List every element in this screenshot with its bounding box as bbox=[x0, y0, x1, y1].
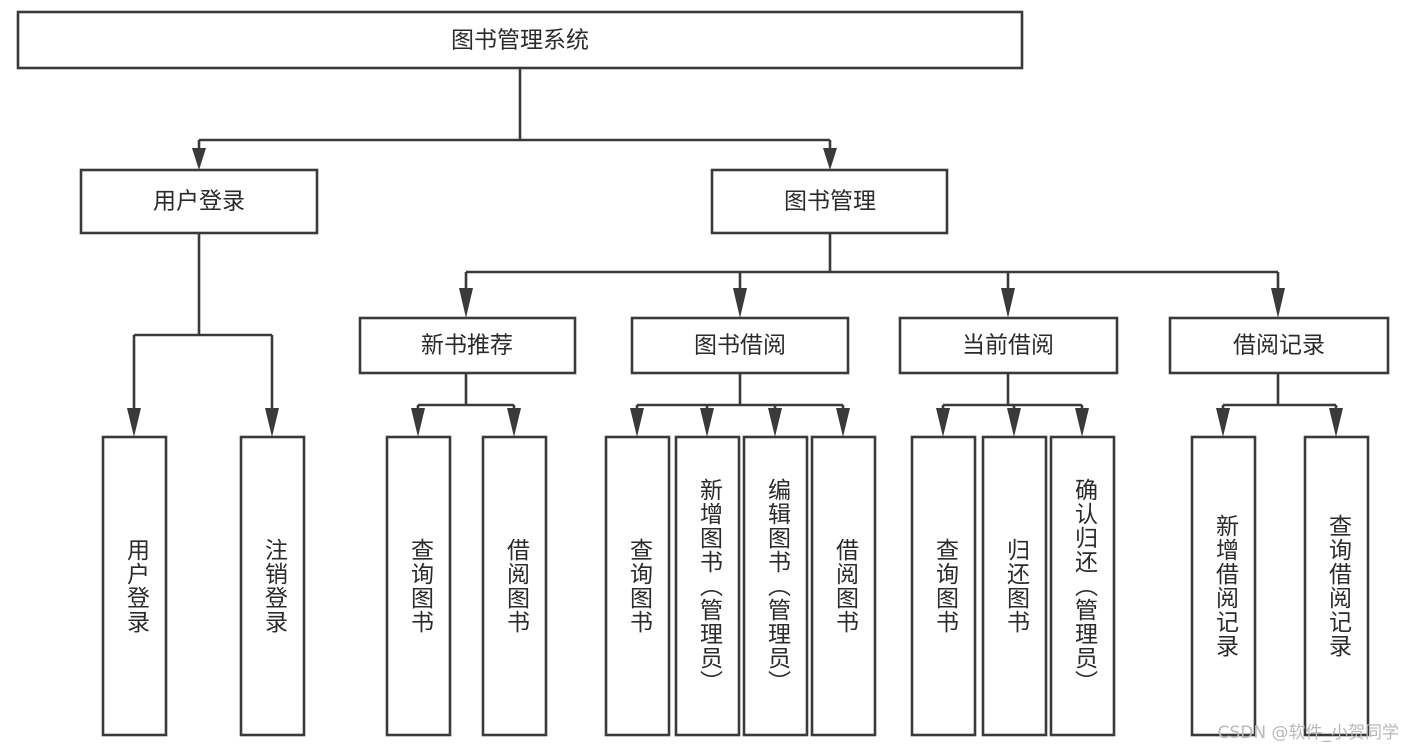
node-leaf-return-book[interactable]: 归还图书 bbox=[981, 435, 1048, 737]
arrowhead-current-borrow bbox=[1001, 288, 1015, 318]
node-user-login-label: 用户登录 bbox=[153, 189, 245, 215]
arrowhead-leaf-edit-book bbox=[768, 408, 782, 437]
node-leaf-confirm-return[interactable]: 确认归还（管理员） bbox=[1049, 435, 1116, 737]
node-user-login[interactable]: 用户登录 bbox=[79, 168, 319, 235]
node-leaf-user-login[interactable]: 用户登录 bbox=[101, 435, 168, 737]
node-leaf-query-book-1[interactable]: 查询图书 bbox=[385, 435, 452, 737]
node-leaf-query-book-3-label: 查询图书 bbox=[932, 538, 960, 634]
node-leaf-borrow-book-2[interactable]: 借阅图书 bbox=[810, 435, 877, 737]
node-leaf-query-borrow-record[interactable]: 查询借阅记录 bbox=[1303, 435, 1370, 737]
node-leaf-borrow-book-1-label: 借阅图书 bbox=[503, 538, 531, 634]
node-leaf-query-book-1-label: 查询图书 bbox=[407, 538, 435, 634]
node-leaf-user-logout[interactable]: 注销登录 bbox=[239, 435, 306, 737]
node-leaf-borrow-book-2-label: 借阅图书 bbox=[832, 538, 860, 634]
node-leaf-borrow-book-1[interactable]: 借阅图书 bbox=[481, 435, 548, 737]
arrowhead-leaf-borrow-book-2 bbox=[836, 408, 850, 437]
arrowhead-borrow-record bbox=[1271, 288, 1285, 318]
node-book-management[interactable]: 图书管理 bbox=[710, 168, 949, 235]
node-layer: 图书管理系统 用户登录 图书管理 新书推荐 图书借阅 当前借阅 借阅记录 bbox=[16, 10, 1390, 737]
arrowhead-leaf-query-book-1 bbox=[411, 408, 425, 437]
arrowhead-new-book-recommend bbox=[459, 288, 473, 318]
arrowhead-leaf-user-login bbox=[127, 408, 141, 437]
node-leaf-user-login-label: 用户登录 bbox=[123, 538, 151, 634]
node-leaf-return-book-label: 归还图书 bbox=[1003, 538, 1031, 634]
arrowhead-leaf-confirm-return bbox=[1075, 408, 1089, 437]
node-leaf-query-book-2[interactable]: 查询图书 bbox=[604, 435, 671, 737]
node-leaf-add-borrow-record-label: 新增借阅记录 bbox=[1212, 514, 1240, 658]
node-current-borrow[interactable]: 当前借阅 bbox=[898, 316, 1119, 375]
arrowhead-leaf-query-borrow-record bbox=[1329, 408, 1343, 437]
node-leaf-edit-book[interactable]: 编辑图书（管理员） bbox=[742, 435, 809, 737]
node-new-book-recommend[interactable]: 新书推荐 bbox=[358, 316, 577, 375]
arrowhead-leaf-query-book-3 bbox=[936, 408, 950, 437]
node-new-book-recommend-label: 新书推荐 bbox=[421, 333, 513, 359]
node-book-borrow-label: 图书借阅 bbox=[694, 333, 786, 359]
arrowhead-leaf-borrow-book-1 bbox=[507, 408, 521, 437]
arrowhead-book-management bbox=[823, 148, 837, 170]
node-root[interactable]: 图书管理系统 bbox=[16, 10, 1024, 70]
node-leaf-query-borrow-record-label: 查询借阅记录 bbox=[1325, 514, 1353, 658]
node-root-label: 图书管理系统 bbox=[451, 28, 589, 54]
node-leaf-add-book[interactable]: 新增图书（管理员） bbox=[674, 435, 741, 737]
node-borrow-record[interactable]: 借阅记录 bbox=[1168, 316, 1390, 375]
node-leaf-query-book-2-label: 查询图书 bbox=[626, 538, 654, 634]
arrowhead-leaf-add-book bbox=[700, 408, 714, 437]
arrowhead-leaf-return-book bbox=[1007, 408, 1021, 437]
node-leaf-edit-book-label: 编辑图书（管理员） bbox=[764, 478, 792, 694]
node-current-borrow-label: 当前借阅 bbox=[962, 333, 1054, 359]
arrowhead-leaf-add-borrow-record bbox=[1216, 408, 1230, 437]
arrowhead-book-borrow bbox=[733, 288, 747, 318]
arrowhead-user-login bbox=[192, 148, 206, 170]
arrowhead-leaf-query-book-2 bbox=[630, 408, 644, 437]
node-leaf-user-logout-label: 注销登录 bbox=[261, 538, 289, 634]
arrowhead-leaf-user-logout bbox=[265, 408, 279, 437]
node-book-management-label: 图书管理 bbox=[784, 189, 876, 215]
edge-layer bbox=[127, 68, 1343, 437]
node-borrow-record-label: 借阅记录 bbox=[1233, 333, 1325, 359]
node-leaf-confirm-return-label: 确认归还（管理员） bbox=[1071, 478, 1099, 694]
node-leaf-add-borrow-record[interactable]: 新增借阅记录 bbox=[1190, 435, 1257, 737]
node-book-borrow[interactable]: 图书借阅 bbox=[630, 316, 850, 375]
node-leaf-query-book-3[interactable]: 查询图书 bbox=[910, 435, 977, 737]
node-leaf-add-book-label: 新增图书（管理员） bbox=[696, 478, 724, 694]
